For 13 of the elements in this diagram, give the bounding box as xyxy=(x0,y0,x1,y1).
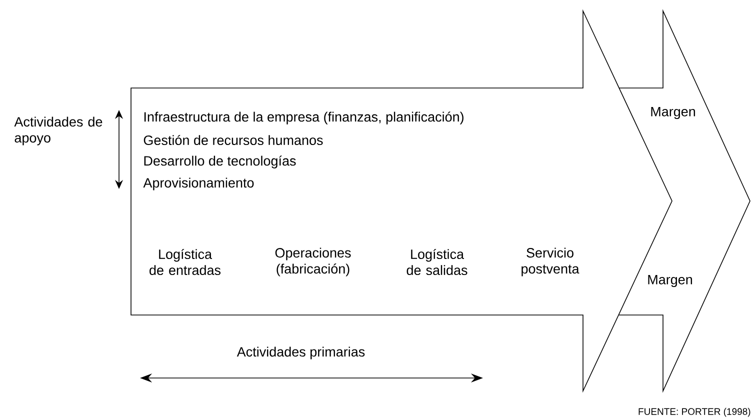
support-activity: Gestión de recursos humanos xyxy=(144,134,323,146)
side-label: Actividades de apoyo xyxy=(14,116,102,146)
primary-activity: Logística de salidas xyxy=(406,248,468,276)
axis-label: Actividades primarias xyxy=(236,346,365,360)
support-activity: Desarrollo de tecnologías xyxy=(144,156,296,168)
margin-label: Margen xyxy=(651,106,695,120)
primary-activity: Servicio postventa xyxy=(522,248,580,276)
primary-activity: Operaciones (fabricación) xyxy=(275,248,351,276)
support-activity: Infraestructura de la empresa (finanzas, planificación) xyxy=(144,112,464,124)
margin-label: Margen xyxy=(648,274,692,288)
source-note: FUENTE: PORTER (1998) xyxy=(638,408,750,417)
support-activity: Aprovisionamiento xyxy=(143,178,254,190)
primary-activity: Logística de entradas xyxy=(150,248,221,276)
